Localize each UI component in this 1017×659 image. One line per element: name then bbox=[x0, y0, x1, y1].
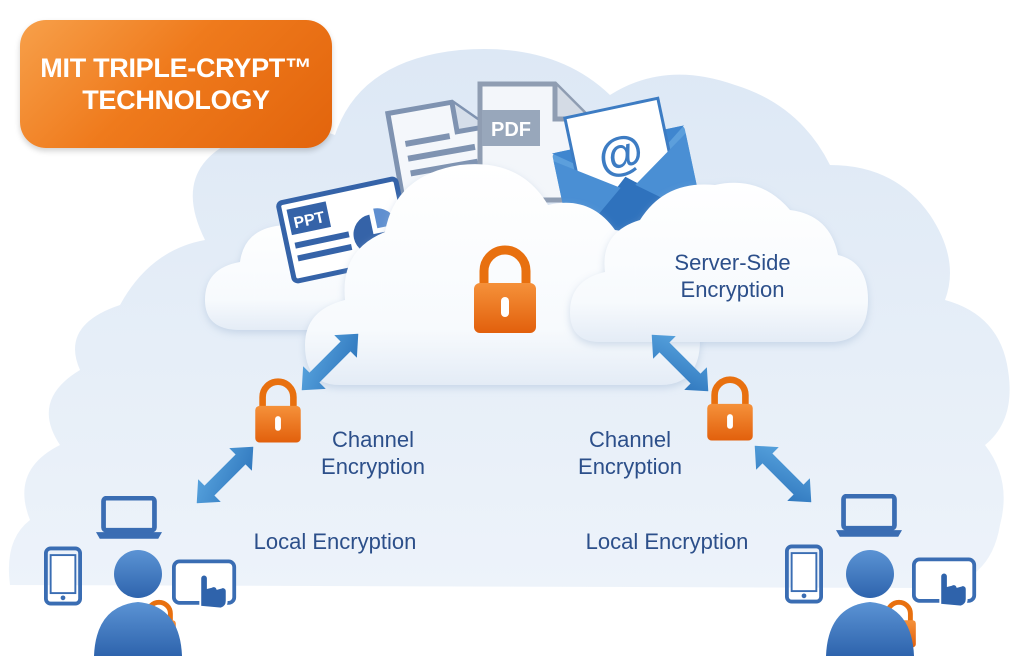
server-side-cloud bbox=[570, 182, 868, 342]
local-encryption-left-label: Local Encryption bbox=[253, 529, 417, 554]
badge-title-line2: TECHNOLOGY bbox=[82, 85, 270, 115]
pdf-label: PDF bbox=[491, 119, 531, 141]
ppt-label: PPT bbox=[292, 209, 326, 232]
tablet-touch-icon bbox=[912, 557, 977, 608]
tablet-touch-icon bbox=[172, 559, 237, 610]
smartphone-icon bbox=[44, 546, 82, 606]
channel-encryption-left-label: Channel Encryption bbox=[321, 427, 425, 479]
title-badge: MIT TRIPLE-CRYPT™ TECHNOLOGY bbox=[20, 20, 332, 148]
local-encryption-right-label: Local Encryption bbox=[585, 529, 749, 554]
badge-title-line1: MIT TRIPLE-CRYPT™ bbox=[40, 53, 312, 83]
server-side-encryption-label: Server-Side Encryption bbox=[674, 250, 791, 302]
smartphone-icon bbox=[785, 544, 823, 604]
at-symbol: @ bbox=[593, 123, 648, 183]
channel-encryption-right-label: Channel Encryption bbox=[578, 427, 682, 479]
